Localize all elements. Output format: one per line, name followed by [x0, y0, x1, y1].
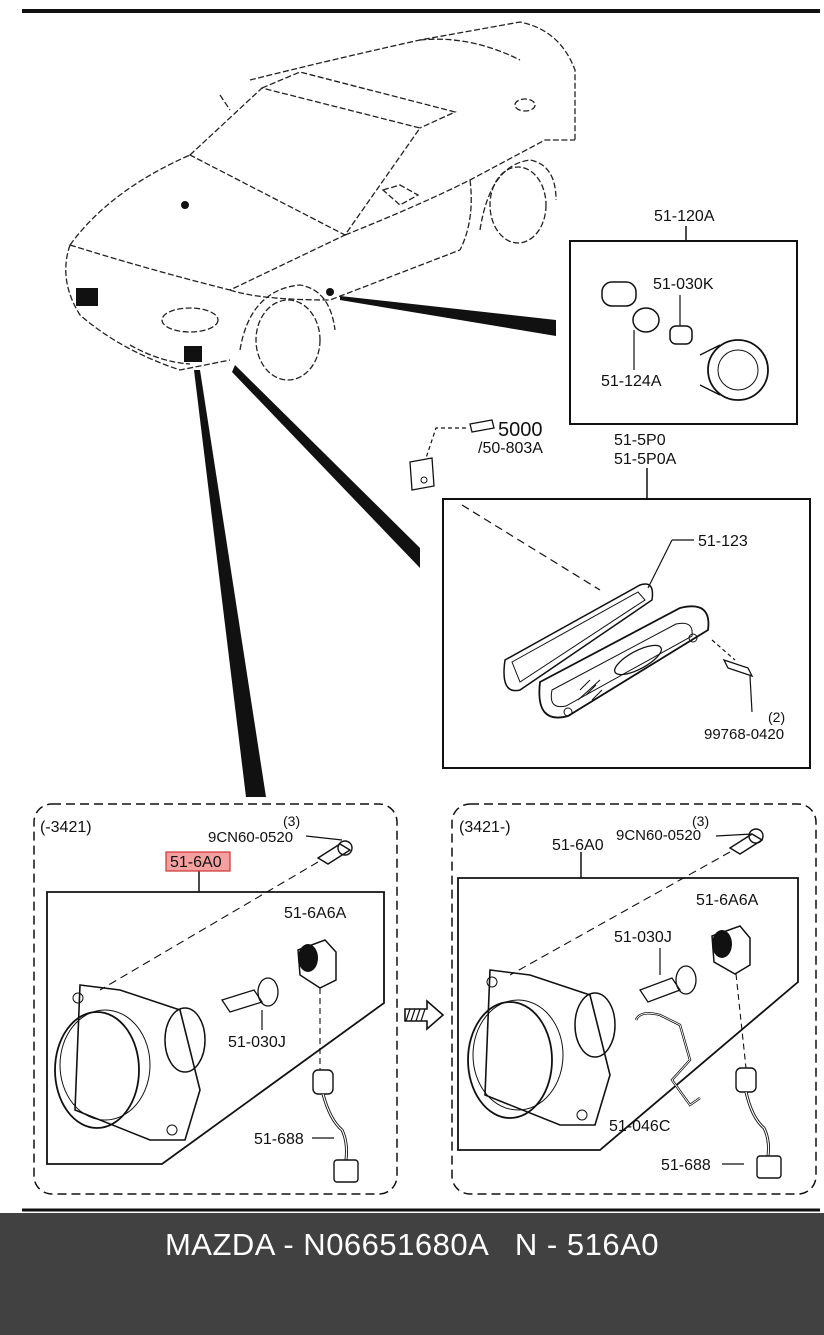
label-51-123: 51-123: [698, 533, 748, 550]
label-screw-qty: (2): [768, 709, 785, 725]
car-illustration: [65, 21, 576, 381]
label-harness-late: 51-688: [661, 1157, 711, 1174]
label-fog-lamp-late: 51-6A0: [552, 837, 604, 854]
leader-turn-lamp: [232, 365, 420, 568]
transition-arrow: [404, 999, 445, 1031]
footer-bar: MAZDA - N06651680A N - 516A0: [0, 1213, 824, 1335]
label-bolt-qty-late: (3): [692, 813, 709, 829]
fog-lamp-panel-late: [451, 803, 817, 1195]
side-marker-box: [569, 226, 798, 425]
label-bulb-late: 51-030J: [614, 929, 672, 946]
label-51-5P0A: 51-5P0A: [614, 451, 677, 468]
label-51-030K: 51-030K: [653, 276, 714, 293]
label-fog-lamp-early-highlighted[interactable]: 51-6A0: [170, 854, 222, 871]
highlight-box: [165, 851, 231, 872]
label-harness-early: 51-688: [254, 1131, 304, 1148]
leader-side-marker: [340, 296, 556, 336]
label-5000: 5000: [498, 419, 543, 441]
label-51-5P0: 51-5P0: [614, 432, 666, 449]
parts-diagram: 51-120A 51-030K 51-124A 5000 /50-803A 51…: [22, 9, 820, 1212]
bracket-ref: [409, 419, 495, 491]
label-bulb-early: 51-030J: [228, 1034, 286, 1051]
label-socket-late: 51-6A6A: [696, 892, 759, 909]
turn-lamp-box: [442, 468, 811, 769]
label-range-late: (3421-): [459, 819, 511, 836]
label-bolt-qty-early: (3): [283, 813, 300, 829]
label-range-early: (-3421): [40, 819, 92, 836]
label-99768-0420: 99768-0420: [704, 726, 784, 743]
fog-lamp-panel-early: [33, 803, 398, 1195]
leader-fog-lamp: [194, 370, 266, 797]
part-number-caption: MAZDA - N06651680A N - 516A0: [164, 1227, 660, 1262]
label-bolt-late: 9CN60-0520: [616, 827, 701, 844]
label-clip-late: 51-046C: [609, 1118, 670, 1135]
label-51-120A: 51-120A: [654, 208, 715, 225]
label-socket-early: 51-6A6A: [284, 905, 347, 922]
label-50-803A: /50-803A: [478, 440, 543, 457]
label-51-124A: 51-124A: [601, 373, 662, 390]
label-bolt-early: 9CN60-0520: [208, 829, 293, 846]
front-marker-mark: [76, 288, 98, 306]
fog-lamp-mark: [184, 346, 202, 362]
